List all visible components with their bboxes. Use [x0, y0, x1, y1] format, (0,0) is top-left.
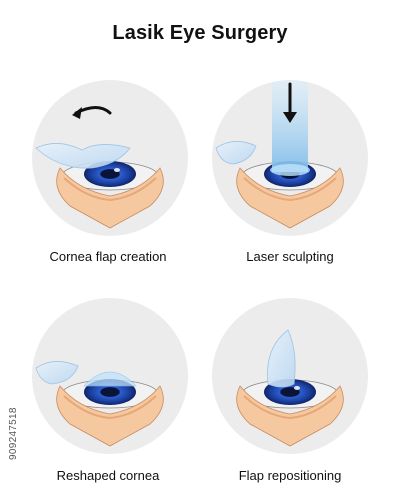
step-laser-sculpting — [210, 78, 370, 238]
flap-repositioning-illustration — [212, 298, 368, 454]
skin-shadow — [243, 177, 337, 202]
step-cornea-flap-creation — [30, 78, 190, 238]
stock-id: 909247518 — [8, 407, 19, 460]
step-label: Flap repositioning — [238, 468, 342, 483]
step-label: Laser sculpting — [246, 249, 334, 264]
skin-shadow — [243, 395, 337, 420]
step-reshaped-cornea — [30, 296, 190, 456]
eyelid-skin — [236, 167, 344, 229]
page-title: Lasik Eye Surgery — [112, 22, 288, 44]
cornea-flap-illustration — [32, 80, 188, 236]
eyelid-skin — [56, 167, 164, 229]
skin-shadow — [63, 177, 157, 202]
arrow-head-icon — [72, 107, 82, 119]
eye-highlight — [114, 168, 120, 172]
folded-flap — [215, 141, 257, 165]
arrow-head-icon — [283, 112, 297, 123]
eyelid-skin — [236, 385, 344, 447]
step-label: Cornea flap creation — [49, 249, 167, 264]
step-flap-repositioning — [210, 296, 370, 456]
reshaped-cornea-illustration — [32, 298, 188, 454]
lifted-flap — [35, 143, 131, 169]
skin-shadow — [63, 395, 157, 420]
laser-spot — [270, 164, 310, 176]
reshaped-cornea-dome — [83, 371, 137, 387]
eye-highlight — [294, 386, 300, 390]
step-label: Reshaped cornea — [56, 468, 160, 483]
laser-sculpting-illustration — [212, 80, 368, 236]
eyelid-skin — [56, 385, 164, 447]
folded-flap — [35, 361, 79, 385]
repositioning-flap — [267, 329, 296, 388]
